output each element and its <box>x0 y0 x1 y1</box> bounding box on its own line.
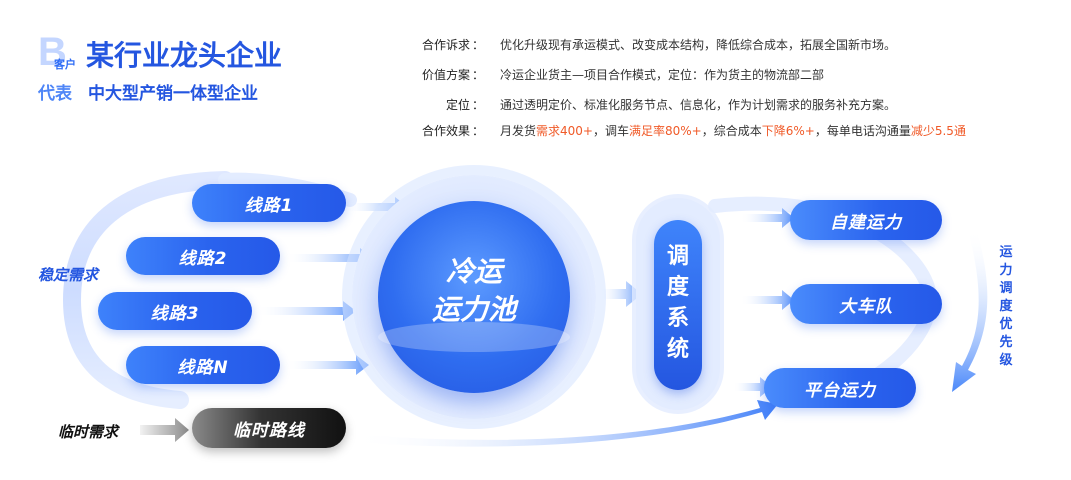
goal-colon: ： <box>472 38 485 52</box>
value-colon: ： <box>472 68 485 82</box>
client-logo: B 客户 <box>38 32 78 76</box>
value-label: 价值方案 <box>421 68 470 82</box>
cold-chain-pool[interactable] <box>378 201 570 393</box>
rep-text: 中大型产销一体型企业 <box>88 84 258 104</box>
priority-char-4: 度 <box>999 299 1013 314</box>
effect-highlight-3: 下降6%+ <box>761 124 815 138</box>
effect-value: 月发货需求400+，调车满足率80%+，综合成本下降6%+，每单电话沟通量减少5… <box>500 123 966 139</box>
priority-arrow <box>952 228 988 392</box>
position-colon: ： <box>472 98 485 112</box>
dispatch-char-3: 系 <box>666 306 689 331</box>
dispatch-arrow-3 <box>733 377 772 397</box>
pool-title-line2: 运力池 <box>431 293 516 326</box>
temp-route-button[interactable]: 临时路线 <box>192 408 346 448</box>
priority-char-3: 调 <box>999 281 1013 296</box>
effect-highlight-4: 减少5.5通 <box>910 124 966 138</box>
own-capacity-button[interactable]: 自建运力 <box>790 200 942 240</box>
priority-char-2: 力 <box>999 263 1013 278</box>
route-1-button[interactable]: 线路1 <box>192 184 346 222</box>
route-arrow-3 <box>255 301 356 321</box>
pool-title-line1: 冷运 <box>445 255 502 288</box>
effect-text-1: 月发货 <box>500 124 537 138</box>
dispatch-char-4: 统 <box>666 337 689 362</box>
position-label: 定位 <box>445 98 470 112</box>
value-value: 冷运企业货主—项目合作模式，定位：作为货主的物流部二部 <box>500 68 825 82</box>
route-3-button[interactable]: 线路3 <box>98 292 252 330</box>
company-title: 某行业龙头企业 <box>86 39 283 72</box>
route-n-button[interactable]: 线路N <box>126 346 280 384</box>
logo-sub: 客户 <box>54 58 76 71</box>
temp-demand-label: 临时需求 <box>58 423 119 441</box>
priority-char-1: 运 <box>999 245 1013 260</box>
fleet-capacity-button[interactable]: 大车队 <box>790 284 942 324</box>
temp-route-arrow <box>350 400 778 447</box>
route-arrow-1 <box>345 197 408 217</box>
priority-char-6: 先 <box>999 335 1013 350</box>
position-value: 通过透明定价、标准化服务节点、信息化，作为计划需求的服务补充方案。 <box>500 98 897 112</box>
effect-colon: ： <box>472 124 485 138</box>
stable-demand-label: 稳定需求 <box>38 266 99 284</box>
temp-demand-arrow <box>140 418 189 442</box>
priority-char-7: 级 <box>999 353 1013 368</box>
logo-letter: B <box>38 30 67 74</box>
route-arrow-2 <box>285 248 373 268</box>
route-arrow-n <box>285 355 369 375</box>
dispatch-char-2: 度 <box>666 275 689 300</box>
effect-label: 合作效果 <box>421 124 470 138</box>
effect-text-3: ，综合成本 <box>701 124 762 138</box>
priority-char-5: 优 <box>999 317 1013 332</box>
pool-to-dispatch-arrow <box>598 281 642 307</box>
effect-text-2: ，调车 <box>592 124 629 138</box>
effect-text-4: ，每单电话沟通量 <box>814 124 911 138</box>
goal-label: 合作诉求 <box>421 38 470 52</box>
goal-value: 优化升级现有承运模式、改变成本结构，降低综合成本，拓展全国新市场。 <box>500 38 897 52</box>
route-2-button[interactable]: 线路2 <box>126 237 280 275</box>
effect-highlight-1: 需求400+ <box>536 124 593 138</box>
effect-highlight-2: 满足率80%+ <box>629 124 702 138</box>
dispatch-char-1: 调 <box>666 244 689 269</box>
stable-demand-arc <box>62 171 234 409</box>
pool-highlight <box>378 322 570 352</box>
dispatch-system[interactable] <box>654 220 702 390</box>
dispatch-arrow-2 <box>740 290 794 310</box>
dispatch-arrow-1 <box>740 208 794 228</box>
rep-label: 代表 <box>38 84 72 104</box>
platform-capacity-button[interactable]: 平台运力 <box>764 368 916 408</box>
